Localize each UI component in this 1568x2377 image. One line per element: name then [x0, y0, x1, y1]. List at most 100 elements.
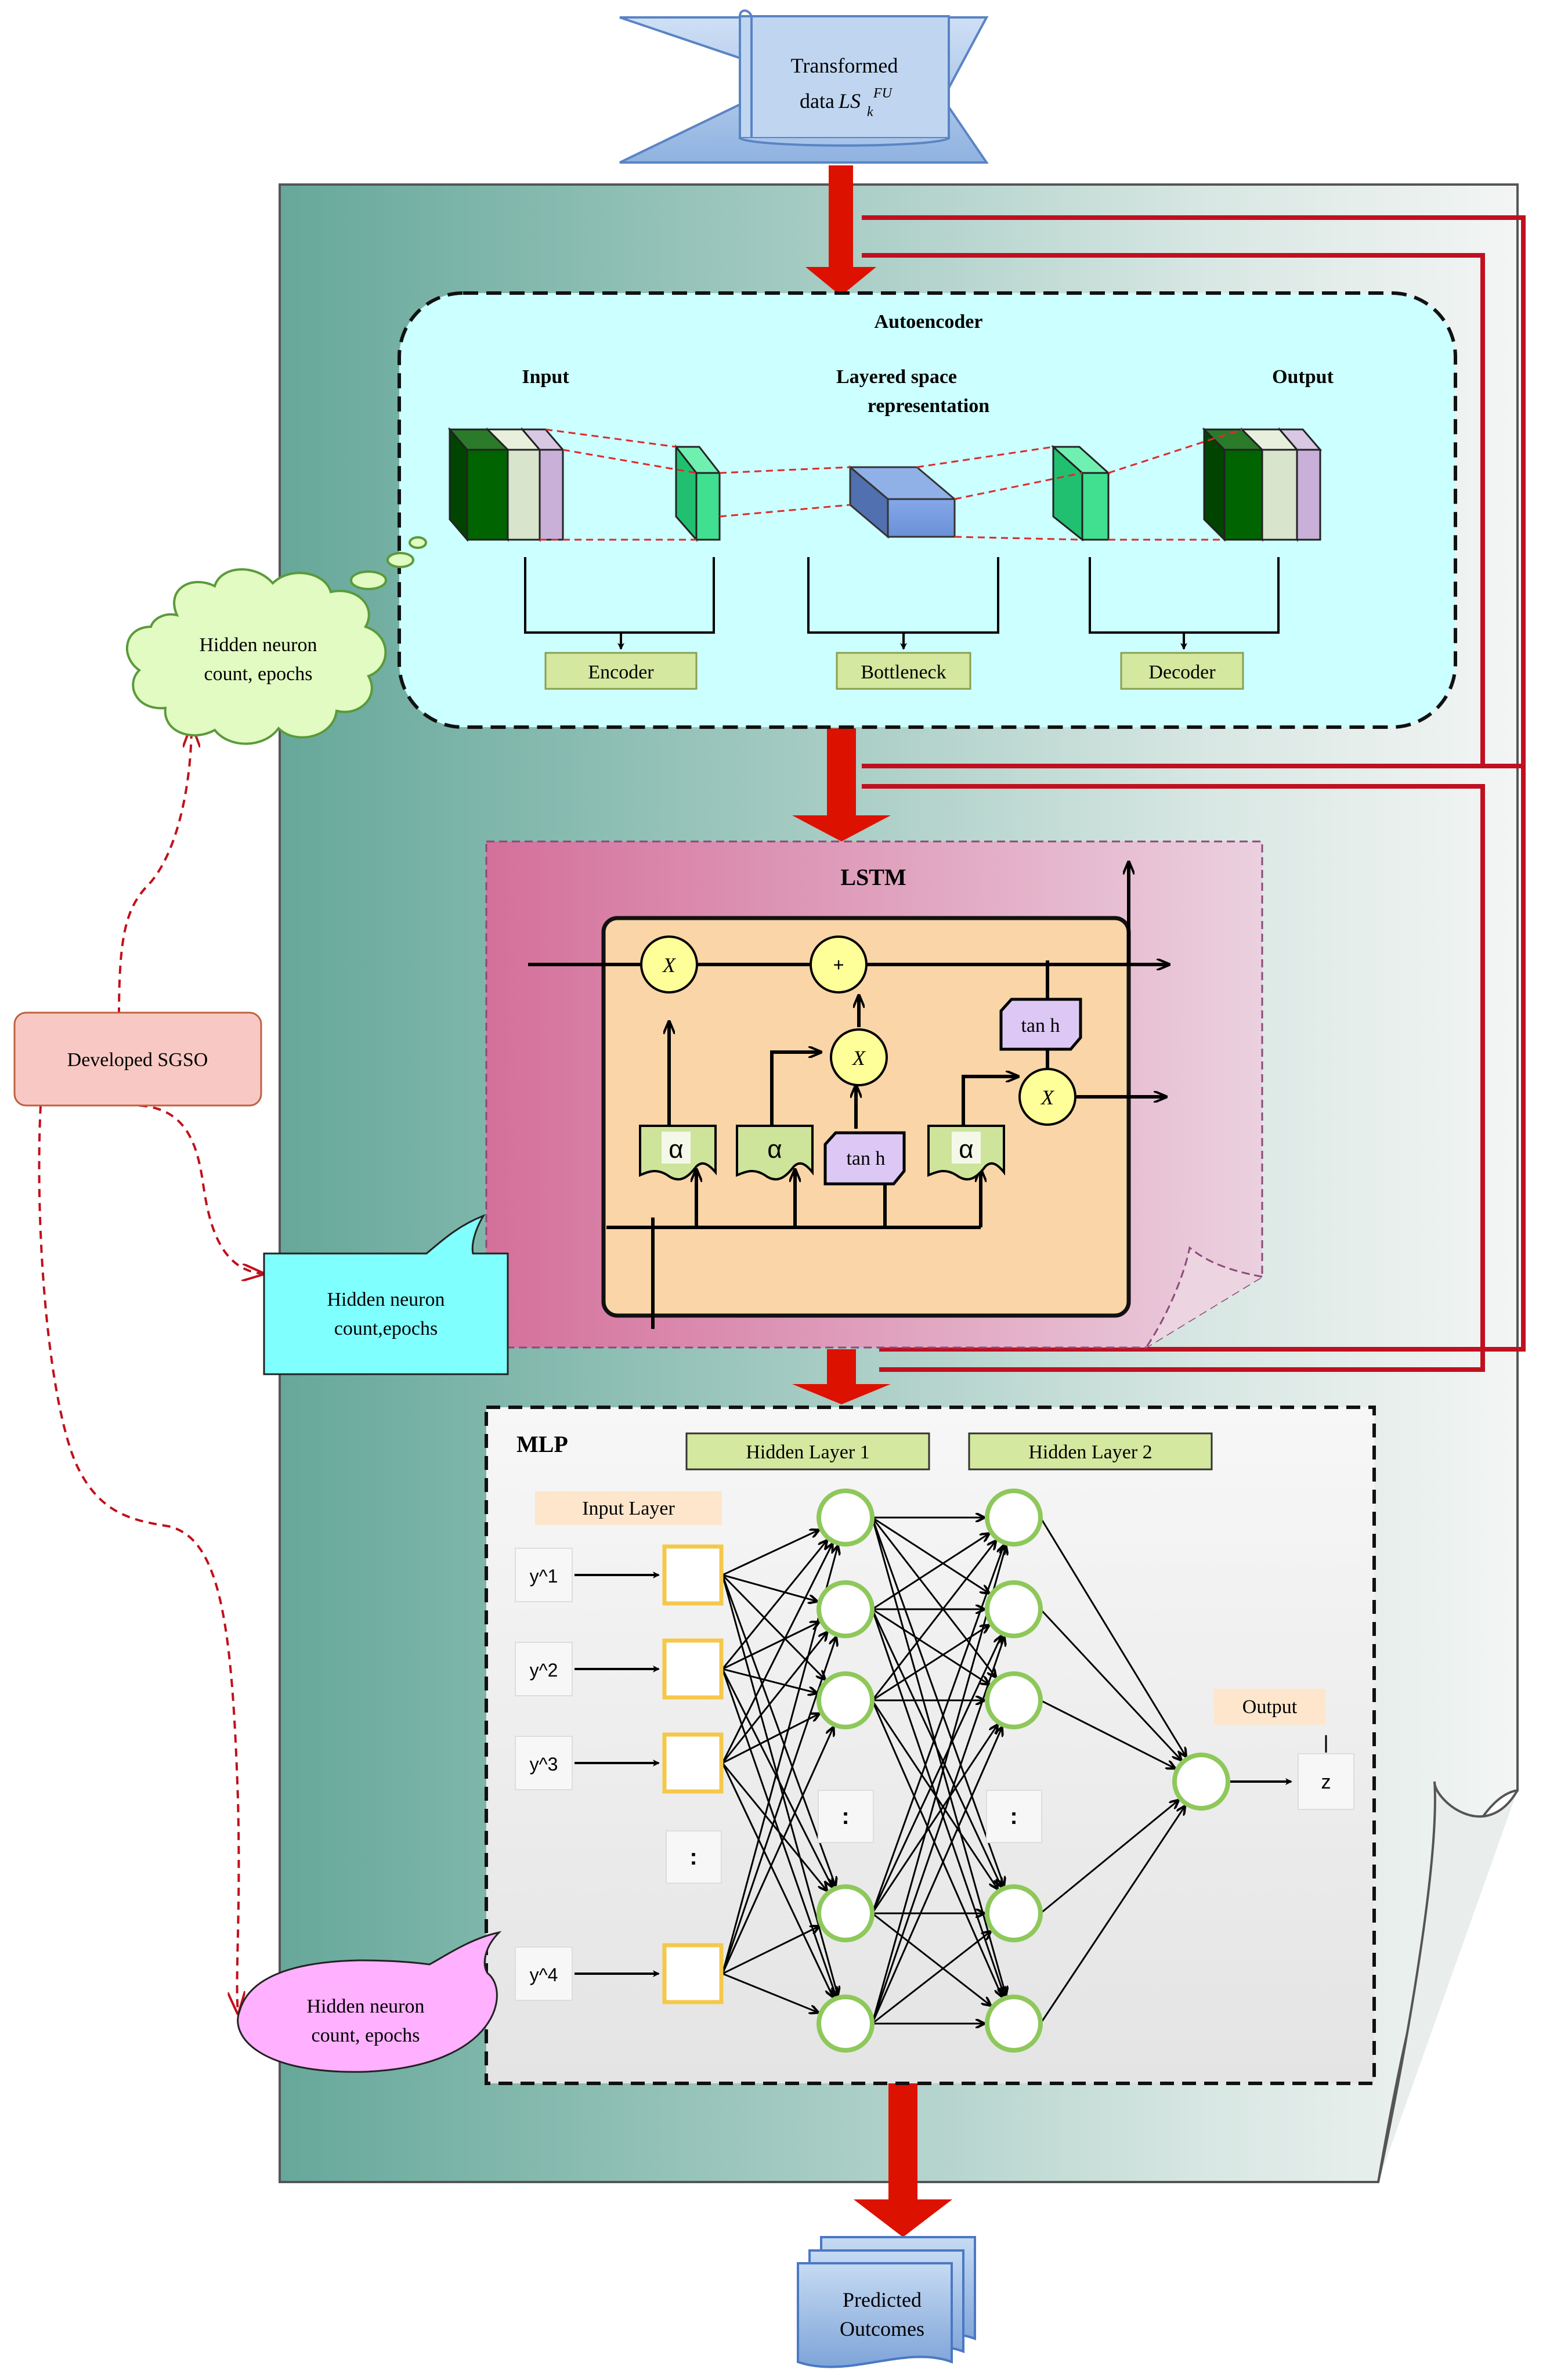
input-banner-line2: data [800, 89, 834, 113]
output-label: Output [1242, 1696, 1298, 1718]
hidden2-node-5 [985, 1995, 1043, 2053]
arrow-into-output [854, 2083, 952, 2237]
autoencoder-input-label: Input [522, 366, 569, 388]
cyan-callout-line2: count,epochs [334, 1318, 438, 1339]
svg-text:α: α [767, 1135, 782, 1164]
pink-speech-bubble: Hidden neuron count, epochs [237, 1931, 502, 2073]
edge-input-1-h1-1 [722, 1530, 818, 1576]
input-layer-stack [447, 427, 565, 543]
arrow-into-mlp [792, 1349, 891, 1404]
edge-h1-4-h2-1 [871, 1546, 1003, 1914]
svg-text:y^1: y^1 [530, 1566, 558, 1587]
svg-text::: : [1010, 1804, 1017, 1829]
edge-h1-3-h2-5 [871, 1700, 1002, 1996]
hidden1-node-5 [816, 1995, 875, 2053]
hidden2-node-3 [985, 1671, 1043, 1729]
svg-text:X: X [1040, 1086, 1055, 1109]
edge-h2-3-output [1040, 1699, 1175, 1768]
hidden2-node-4 [985, 1884, 1043, 1942]
edge-input-3-h1-3 [722, 1714, 819, 1764]
edge-h1-1-h2-4 [871, 1517, 1003, 1885]
edge-input-2-h1-4 [721, 1668, 832, 1887]
edge-input-3-h1-1 [721, 1544, 832, 1764]
edge-input-2-h1-3 [722, 1668, 816, 1693]
mlp-block: MLP Hidden Layer 1 Hidden Layer 2 Input … [485, 1406, 1376, 2085]
hidden2-ellipsis: : [986, 1790, 1042, 1843]
cyan-callout: Hidden neuron count,epochs [263, 1213, 509, 1375]
lstm-title: LSTM [840, 864, 906, 890]
edge-h1-3-h2-4 [871, 1700, 997, 1888]
input-node-3 [662, 1732, 724, 1794]
input-arrows [575, 1572, 660, 1977]
output-z-box: z [1298, 1753, 1354, 1810]
hidden2-node-1 [985, 1489, 1043, 1547]
edge-h1-3-h2-1 [871, 1541, 995, 1701]
edge-h1-1-h2-3 [871, 1517, 995, 1677]
pink-bubble-line1: Hidden neuron [306, 1996, 424, 2017]
input-node-4 [662, 1943, 724, 2004]
svg-text:X: X [662, 953, 677, 977]
hidden-layer-2-label: Hidden Layer 2 [1028, 1442, 1152, 1463]
autoencoder-brackets [524, 557, 1280, 650]
bottleneck-label: Bottleneck [861, 662, 946, 683]
arrow-into-autoencoder [805, 165, 876, 296]
thought-cloud: Hidden neuron count, epochs [125, 536, 427, 745]
svg-text::: : [689, 1844, 697, 1870]
edge-input-4-h1-3 [721, 1728, 833, 1974]
input-layer-label: Input Layer [582, 1498, 675, 1519]
autoencoder-dashed-links [540, 428, 1242, 541]
svg-text:α: α [669, 1135, 683, 1164]
input-banner: Transformed data LS k FU [619, 9, 989, 164]
input-banner-sub: k [867, 104, 873, 120]
edge-h1-2-h2-4 [871, 1609, 1001, 1886]
hidden1-ellipsis: : [818, 1790, 874, 1843]
input-y4: y^4 [515, 1946, 573, 2001]
encoder-label-box: Encoder [544, 652, 698, 690]
input-node-1 [662, 1544, 724, 1606]
edge-h2-2-output [1039, 1608, 1181, 1760]
input-banner-var: LS [838, 89, 861, 113]
edge-input-4-h1-2 [721, 1638, 836, 1974]
sgso-links [38, 725, 265, 2014]
svg-text:+: + [833, 955, 844, 976]
autoencoder-title: Autoencoder [875, 311, 983, 333]
hidden-layer-1-label: Hidden Layer 1 [746, 1442, 869, 1463]
lstm-output-gate: α [927, 1125, 1005, 1181]
lstm-forget-gate: α [639, 1125, 717, 1181]
edge-h1-1-h2-2 [872, 1516, 988, 1593]
sgso-label: Developed SGSO [67, 1049, 208, 1071]
edge-h2-4-output [1040, 1801, 1178, 1914]
output-z: z [1321, 1771, 1331, 1793]
input-node-2 [662, 1638, 724, 1700]
svg-text:y^2: y^2 [530, 1660, 558, 1681]
mlp-title: MLP [516, 1431, 568, 1457]
autoencoder-block: Autoencoder Input Layered space represen… [398, 291, 1457, 729]
input-banner-line1: Transformed [791, 54, 898, 77]
mlp-connections [721, 1516, 1186, 2024]
hidden1-node-4 [816, 1884, 875, 1942]
edge-h1-4-h2-2 [871, 1637, 1001, 1914]
hidden1-node-3 [816, 1671, 875, 1729]
autoencoder-output-label: Output [1272, 366, 1334, 388]
edge-input-2-h1-2 [722, 1623, 818, 1670]
output-layer-stack [1202, 427, 1323, 543]
lstm-block: LSTM X + [485, 840, 1263, 1349]
svg-text::: : [841, 1804, 849, 1829]
decoder-label-box: Decoder [1120, 652, 1244, 690]
lstm-forget-mult-node: X [640, 935, 698, 994]
svg-text:y^3: y^3 [530, 1754, 558, 1775]
hidden1-node-1 [816, 1489, 875, 1547]
lstm-tanh-cell: tan h [999, 998, 1082, 1051]
input-y3: y^3 [515, 1736, 573, 1790]
edge-h1-3-h2-2 [872, 1625, 988, 1702]
input-y2: y^2 [515, 1642, 573, 1696]
bottleneck-cuboid [847, 465, 958, 539]
lstm-wires [528, 862, 1169, 1329]
hidden1-node-2 [816, 1580, 875, 1638]
arrow-into-lstm [792, 728, 891, 841]
encoder-label: Encoder [588, 662, 654, 683]
edge-h2-1-output [1039, 1517, 1186, 1756]
lstm-input-mult-node: X [830, 1028, 888, 1086]
predicted-outcomes-line2: Outcomes [840, 2317, 924, 2340]
svg-text:y^4: y^4 [530, 1964, 558, 1985]
